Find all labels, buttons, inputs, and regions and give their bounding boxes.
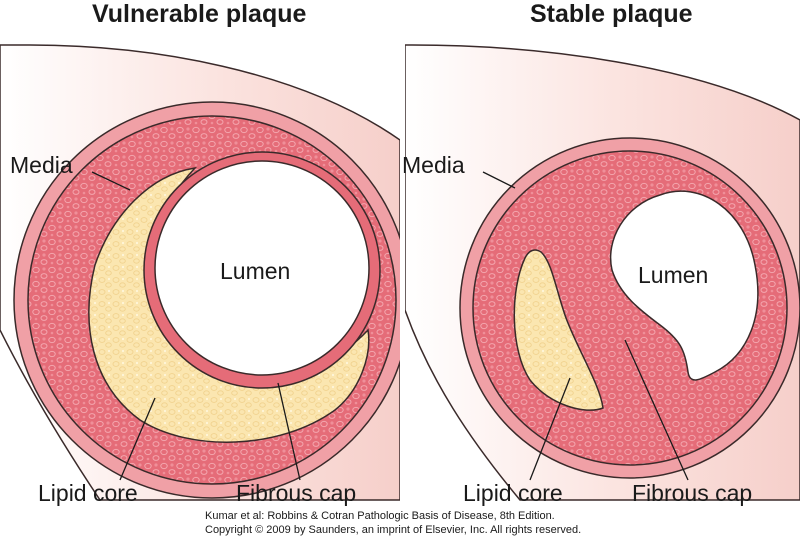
title-vulnerable-plaque: Vulnerable plaque	[92, 0, 307, 28]
stable-plaque-illustration	[405, 44, 800, 501]
label-fibrous-cap-right: Fibrous cap	[632, 480, 753, 506]
lipid-core-leader-left	[119, 397, 156, 481]
vulnerable-plaque-illustration	[0, 44, 400, 501]
lumen-right	[610, 190, 759, 381]
credit-line-2: Copyright © 2009 by Saunders, an imprint…	[205, 524, 582, 536]
label-lipid-core-left: Lipid core	[38, 480, 138, 506]
label-lipid-core-right: Lipid core	[463, 480, 563, 506]
media-leader-left	[91, 171, 131, 191]
label-media-right: Media	[402, 152, 465, 178]
lumen-left	[154, 160, 370, 376]
lipid-core-leader-right	[529, 377, 571, 481]
label-media-left: Media	[10, 152, 73, 178]
label-lumen-right: Lumen	[638, 262, 709, 288]
title-stable-plaque: Stable plaque	[530, 0, 693, 28]
lipid-core-right	[513, 249, 604, 411]
fibrous-cap-leader-left	[277, 382, 301, 481]
label-lumen-left: Lumen	[220, 258, 291, 284]
credit-line-1: Kumar et al: Robbins & Cotran Pathologic…	[205, 510, 555, 522]
fibrous-cap-leader-right	[624, 339, 689, 481]
media-leader-right	[482, 171, 516, 189]
label-fibrous-cap-left: Fibrous cap	[236, 480, 357, 506]
